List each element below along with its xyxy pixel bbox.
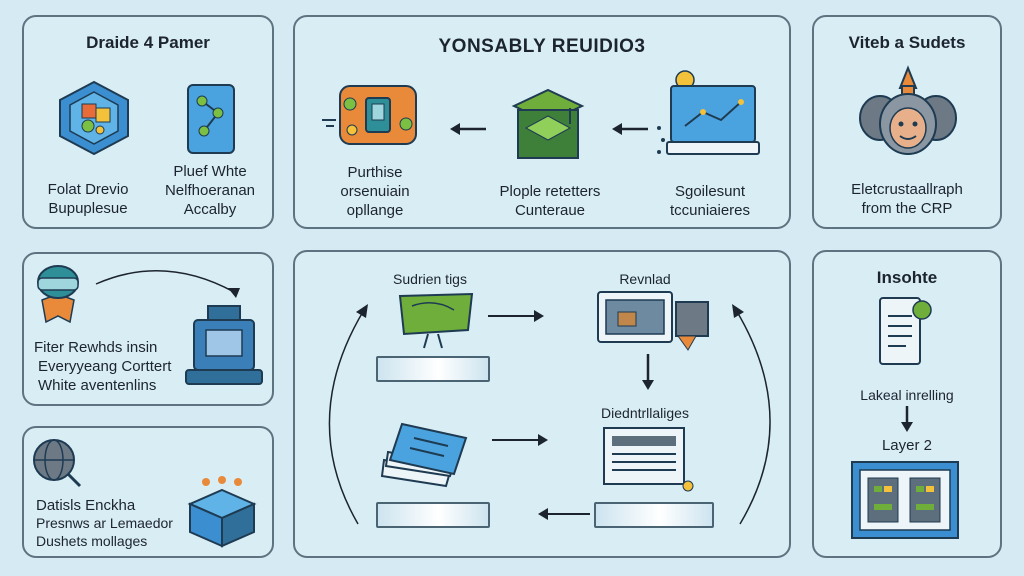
bottom-left-caption-line1: Datisls Enckha	[36, 497, 136, 514]
top-right-caption-line2: from the CRP	[861, 200, 953, 217]
robot-head-icon	[858, 65, 958, 167]
panel-right-lower-title: Insohte	[876, 268, 938, 287]
center-flow-slot-2	[376, 502, 490, 528]
arrow-left-2	[610, 121, 650, 142]
mid-left-caption-line3: White aventenlins	[38, 377, 157, 394]
top-center-step1-line1: Purthise	[347, 164, 403, 181]
panel-top-right-title: Viteb a Sudets	[848, 33, 966, 52]
top-center-step1-line2: orsenuiain	[340, 183, 410, 200]
top-left-item2-line1: Pluef Whte	[173, 163, 247, 180]
printer-icon	[184, 304, 264, 395]
chart-sheet-icon	[602, 426, 698, 501]
graduation-cap-icon	[510, 86, 586, 171]
top-left-item2-line2: Nelfhoeranan	[164, 182, 256, 199]
arrow-right-1	[486, 308, 546, 329]
circuit-board-icon	[322, 80, 426, 157]
document-nodes-icon	[186, 83, 236, 160]
arrow-left-3	[536, 506, 592, 527]
hexagon-puzzle-icon	[56, 80, 132, 161]
center-flow-label1: Sudrien tigs	[393, 271, 467, 287]
globe-icon	[30, 436, 82, 493]
panel-top-center-title: YONSABLY REUIDIO3	[438, 36, 646, 57]
arrow-down-1	[640, 352, 656, 397]
center-flow-slot-1	[376, 356, 490, 382]
bottom-left-caption-line2: Presnws ar Lemaedor	[36, 515, 173, 531]
mid-left-caption-line2: Everyyeang Corttert	[38, 358, 172, 375]
arrow-left-1	[448, 121, 488, 142]
curved-arrow-center-right	[722, 300, 782, 535]
top-left-item1-line2: Bupuplesue	[48, 200, 128, 217]
vr-headset-icon	[30, 260, 86, 335]
top-center-step2-line2: Cunteraue	[514, 202, 586, 219]
books-icon	[380, 420, 472, 495]
top-center-step1-line3: opllange	[346, 202, 404, 219]
arrow-right-2	[490, 432, 550, 453]
top-right-caption-line1: Eletcrustaallraph	[851, 181, 963, 198]
top-left-item1-line1: Folat Drevio	[47, 181, 129, 198]
monitor-graph-icon	[655, 68, 760, 169]
panel-top-left-title: Draide 4 Pamer	[86, 33, 210, 52]
right-lower-label2: Layer 2	[881, 437, 933, 454]
mid-left-caption-line1: Fiter Rewhds insin	[34, 339, 158, 356]
curved-arrow-center-left	[318, 300, 378, 535]
bottom-left-caption-line3: Dushets mollages	[36, 533, 148, 549]
top-center-step3-line1: Sgoilesunt	[674, 183, 746, 200]
arrow-down-2	[899, 404, 915, 439]
workstation-icon	[596, 288, 712, 355]
box-icon	[186, 476, 258, 553]
center-flow-label3: Diedntrllaliges	[601, 405, 689, 421]
top-center-step2-line1: Plople retetters	[499, 183, 601, 200]
center-flow-slot-3	[594, 502, 714, 528]
top-center-step3-line2: tccuniaieres	[669, 202, 751, 219]
map-icon	[394, 290, 478, 355]
curved-arrow-mid-left	[94, 262, 244, 309]
phone-icon	[876, 296, 938, 373]
center-flow-label2: Revnlad	[619, 271, 671, 287]
server-rack-icon	[850, 460, 960, 547]
top-left-item2-line3: Accalby	[183, 201, 237, 218]
right-lower-label1: Lakeal inrelling	[860, 387, 954, 403]
